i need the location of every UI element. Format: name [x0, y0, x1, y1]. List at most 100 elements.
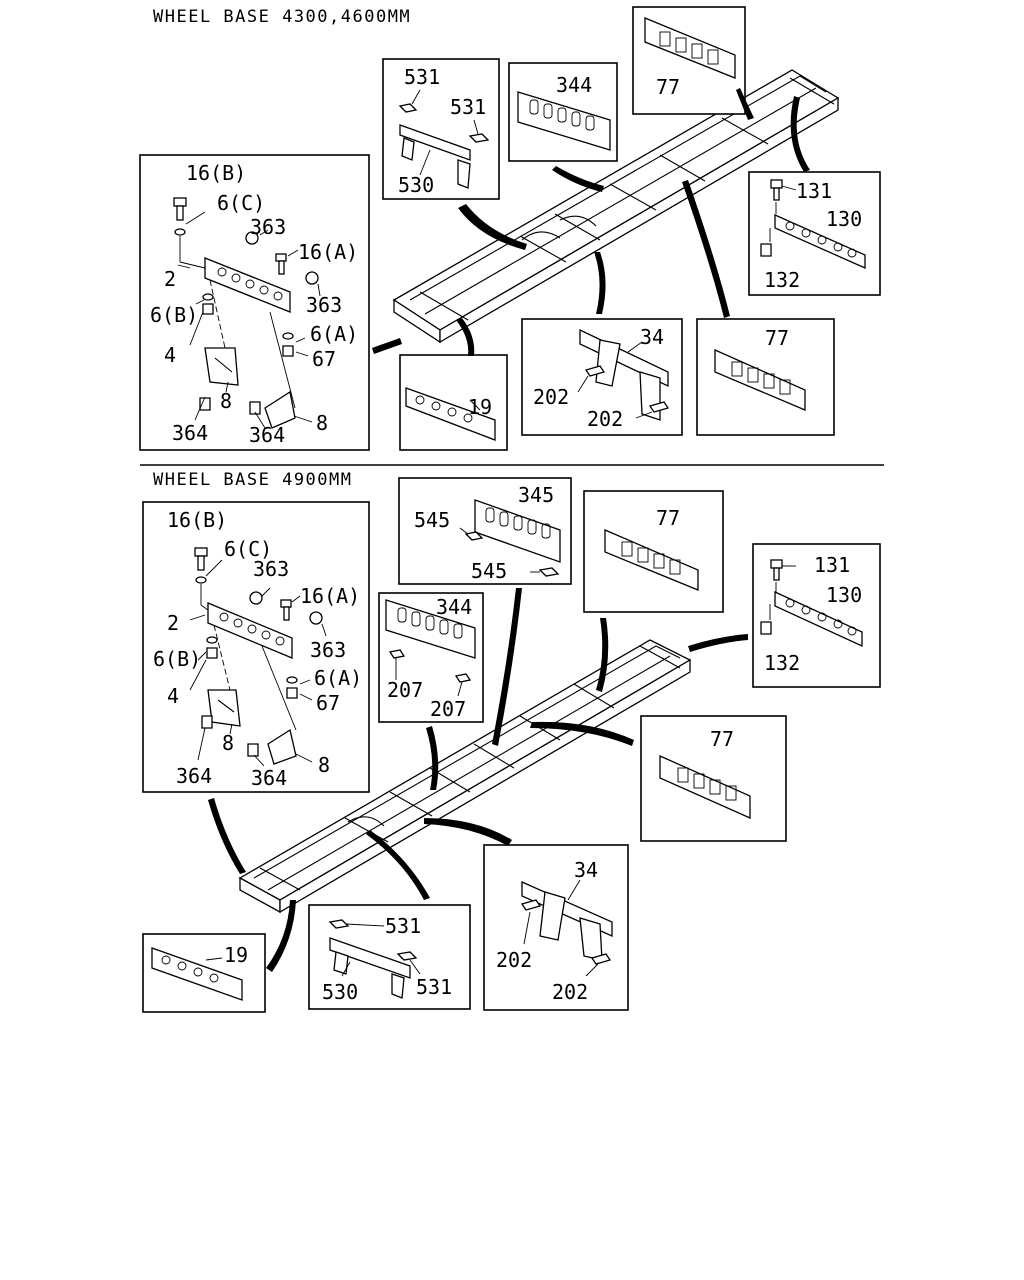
part-label: 16(B)	[186, 161, 246, 185]
callout-pointer	[552, 166, 604, 192]
nut-icon	[249, 401, 261, 415]
section-wheel-base-4900: WHEEL BASE 4900MM	[142, 470, 881, 1013]
callout-pointer	[458, 204, 527, 250]
part-label: 202	[552, 980, 588, 1004]
shim-icon	[538, 567, 560, 577]
section-heading: WHEEL BASE 4900MM	[153, 470, 353, 490]
detail-box-crossmember-34-top: 34 202 202	[521, 318, 683, 436]
part-label: 531	[385, 914, 421, 938]
part-label: 34	[574, 858, 598, 882]
bracket-part-8	[207, 689, 241, 727]
detail-box-crossmember-344: 344	[508, 62, 618, 162]
callout-pointer	[688, 634, 748, 652]
shim-icon	[464, 531, 484, 541]
bracket-part-8	[267, 728, 297, 765]
washer-icon	[206, 636, 218, 644]
part-label: 19	[468, 395, 492, 419]
part-label: 363	[250, 215, 286, 239]
shim-icon	[468, 133, 490, 143]
part-label: 132	[764, 268, 800, 292]
detail-box-crossmember-77-top: 77	[632, 6, 746, 115]
callout-pointer	[682, 180, 730, 318]
shim-icon	[590, 953, 612, 965]
part-label: 207	[430, 697, 466, 721]
nut-icon	[206, 647, 218, 659]
part-label: 131	[796, 179, 832, 203]
part-label: 202	[533, 385, 569, 409]
callout-pointer	[372, 338, 402, 354]
part-label: 16(A)	[300, 584, 360, 608]
part-label: 77	[765, 326, 789, 350]
part-label: 34	[640, 325, 664, 349]
shim-icon	[388, 649, 406, 659]
part-label: 530	[322, 980, 358, 1004]
rear-crossmember-part-2	[207, 602, 293, 659]
detail-box-crossmember-19-top: 19	[399, 354, 508, 451]
part-label: 77	[710, 727, 734, 751]
part-label: 16(B)	[167, 508, 227, 532]
part-label: 6(B)	[153, 647, 201, 671]
detail-box-crossmember-530: 531 531 530	[382, 58, 500, 200]
part-label: 345	[518, 483, 554, 507]
detail-box-rear-end-parts: 16(B) 6(C) 363 16(A) 2 363 6(B) 6(A) 4 6…	[139, 154, 370, 451]
part-label: 8	[220, 389, 232, 413]
nut-icon	[760, 243, 772, 257]
bolt-head-icon	[309, 611, 323, 625]
callout-pointer	[426, 726, 439, 790]
nut-icon	[247, 743, 259, 757]
part-label: 363	[253, 557, 289, 581]
bolt-head-icon	[245, 231, 259, 245]
bolt-head-icon	[305, 271, 319, 285]
part-label: 130	[826, 583, 862, 607]
part-label: 364	[251, 766, 287, 790]
detail-box-crossmember-77-lower: 77	[640, 715, 787, 842]
part-label: 344	[436, 595, 472, 619]
nut-icon	[201, 715, 213, 729]
part-label: 67	[316, 691, 340, 715]
chassis-frame-lower	[238, 639, 692, 914]
nut-icon	[760, 621, 772, 635]
nut-icon	[282, 345, 294, 357]
part-label: 363	[310, 638, 346, 662]
callout-pointer	[208, 798, 246, 874]
part-label: 67	[312, 347, 336, 371]
part-label: 4	[167, 684, 179, 708]
shim-icon	[396, 951, 418, 961]
bolt-head-icon	[249, 591, 263, 605]
callout-pointer	[530, 721, 634, 746]
section-wheel-base-4300-4600: WHEEL BASE 4300,4600MM	[139, 6, 881, 451]
shim-icon	[398, 103, 418, 113]
part-label: 132	[764, 651, 800, 675]
part-label: 363	[306, 293, 342, 317]
detail-box-crossmember-77-mid: 77	[696, 318, 835, 436]
part-label: 6(A)	[314, 666, 362, 690]
callout-pointer	[594, 252, 606, 314]
detail-box-crossmember-19-lower: 19	[142, 933, 266, 1013]
bracket-part-8	[264, 390, 296, 429]
part-label: 77	[656, 75, 680, 99]
callout-pointer	[736, 88, 754, 120]
bolt-icon	[194, 547, 208, 571]
part-label: 4	[164, 343, 176, 367]
washer-icon	[202, 293, 214, 301]
part-label: 207	[387, 678, 423, 702]
callout-pointer	[790, 96, 810, 172]
part-label: 364	[176, 764, 212, 788]
section-heading: WHEEL BASE 4300,4600MM	[153, 7, 411, 27]
shim-icon	[328, 919, 350, 929]
chassis-frame-upper	[392, 69, 840, 344]
part-label: 531	[404, 65, 440, 89]
detail-box-crossmember-34-lower: 34 202 202	[483, 844, 629, 1011]
washer-icon	[195, 576, 207, 584]
part-label: 2	[167, 611, 179, 635]
part-label: 16(A)	[298, 240, 358, 264]
shim-icon	[520, 899, 542, 911]
part-label: 77	[656, 506, 680, 530]
shim-icon	[584, 365, 606, 377]
callout-pointer	[492, 588, 522, 746]
shim-icon	[454, 673, 472, 683]
part-label: 8	[222, 731, 234, 755]
part-label: 131	[814, 553, 850, 577]
washer-icon	[174, 228, 186, 236]
